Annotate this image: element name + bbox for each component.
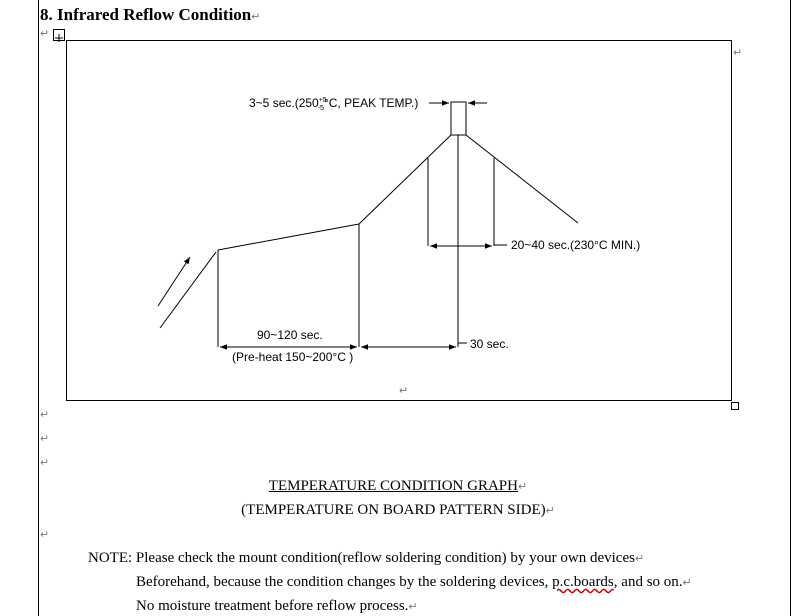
page-border-right: [790, 0, 791, 616]
paragraph-mark: ↵: [408, 601, 418, 613]
section-heading: 8. Infrared Reflow Condition↵: [40, 5, 260, 25]
note-text: NOTE: Please check the mount condition(r…: [88, 550, 635, 566]
section-heading-text: 8. Infrared Reflow Condition: [40, 5, 252, 24]
caption-title-text: TEMPERATURE CONDITION GRAPH: [268, 478, 518, 494]
note-line-3: No moisture treatment before reflow proc…: [136, 598, 418, 615]
paragraph-mark: ↵: [733, 47, 743, 59]
paragraph-mark: ↵: [251, 11, 261, 23]
note-text: No moisture treatment before reflow proc…: [136, 598, 409, 614]
preheat-time-label: 90~120 sec.: [257, 328, 323, 342]
note-text: Beforehand, because the condition change…: [136, 574, 553, 590]
paragraph-mark: ↵: [40, 409, 50, 421]
graph-caption-subtitle: (TEMPERATURE ON BOARD PATTERN SIDE)↵: [0, 502, 796, 519]
peak-dwell-box: [450, 101, 467, 136]
table-resize-handle[interactable]: [731, 402, 739, 410]
ramp-to-peak-line: [358, 134, 452, 225]
peak-label: 3~5 sec.(250+5-5°C, PEAK TEMP.): [249, 96, 418, 112]
move-cross-icon: [55, 34, 63, 42]
ramp-up-line: [159, 251, 217, 329]
note-line-1: NOTE: Please check the mount condition(r…: [88, 550, 644, 567]
paragraph-mark: ↵: [40, 28, 50, 40]
graph-caption-title: TEMPERATURE CONDITION GRAPH↵: [0, 478, 796, 495]
paragraph-mark: ↵: [40, 433, 50, 445]
note-text: , and so on.: [613, 574, 683, 590]
paragraph-mark: ↵: [40, 457, 50, 469]
cooling-line: [465, 134, 579, 224]
paragraph-mark: ↵: [517, 481, 528, 493]
paragraph-mark: ↵: [40, 529, 50, 541]
paragraph-mark: ↵: [545, 505, 555, 517]
spelling-flag: p.c.boards: [552, 574, 614, 590]
cool-time-label: 30 sec.: [470, 337, 509, 351]
paragraph-mark: ↵: [399, 385, 408, 397]
note-line-2: Beforehand, because the condition change…: [136, 574, 692, 591]
reflow-time-label: 20~40 sec.(230°C MIN.): [511, 238, 640, 252]
paragraph-mark: ↵: [682, 577, 692, 589]
preheat-temp-label: (Pre-heat 150~200°C ): [232, 350, 353, 364]
table-move-handle[interactable]: [53, 29, 65, 42]
diagram-frame: 3~5 sec.(250+5-5°C, PEAK TEMP.) 20~40 se…: [66, 40, 732, 401]
reflow-profile-diagram: 3~5 sec.(250+5-5°C, PEAK TEMP.) 20~40 se…: [157, 96, 640, 397]
caption-subtitle-text: (TEMPERATURE ON BOARD PATTERN SIDE): [241, 502, 546, 518]
paragraph-mark: ↵: [634, 553, 645, 565]
direction-arrow-line: [157, 256, 191, 307]
page-border-left: [38, 0, 39, 616]
preheat-line: [217, 223, 360, 251]
